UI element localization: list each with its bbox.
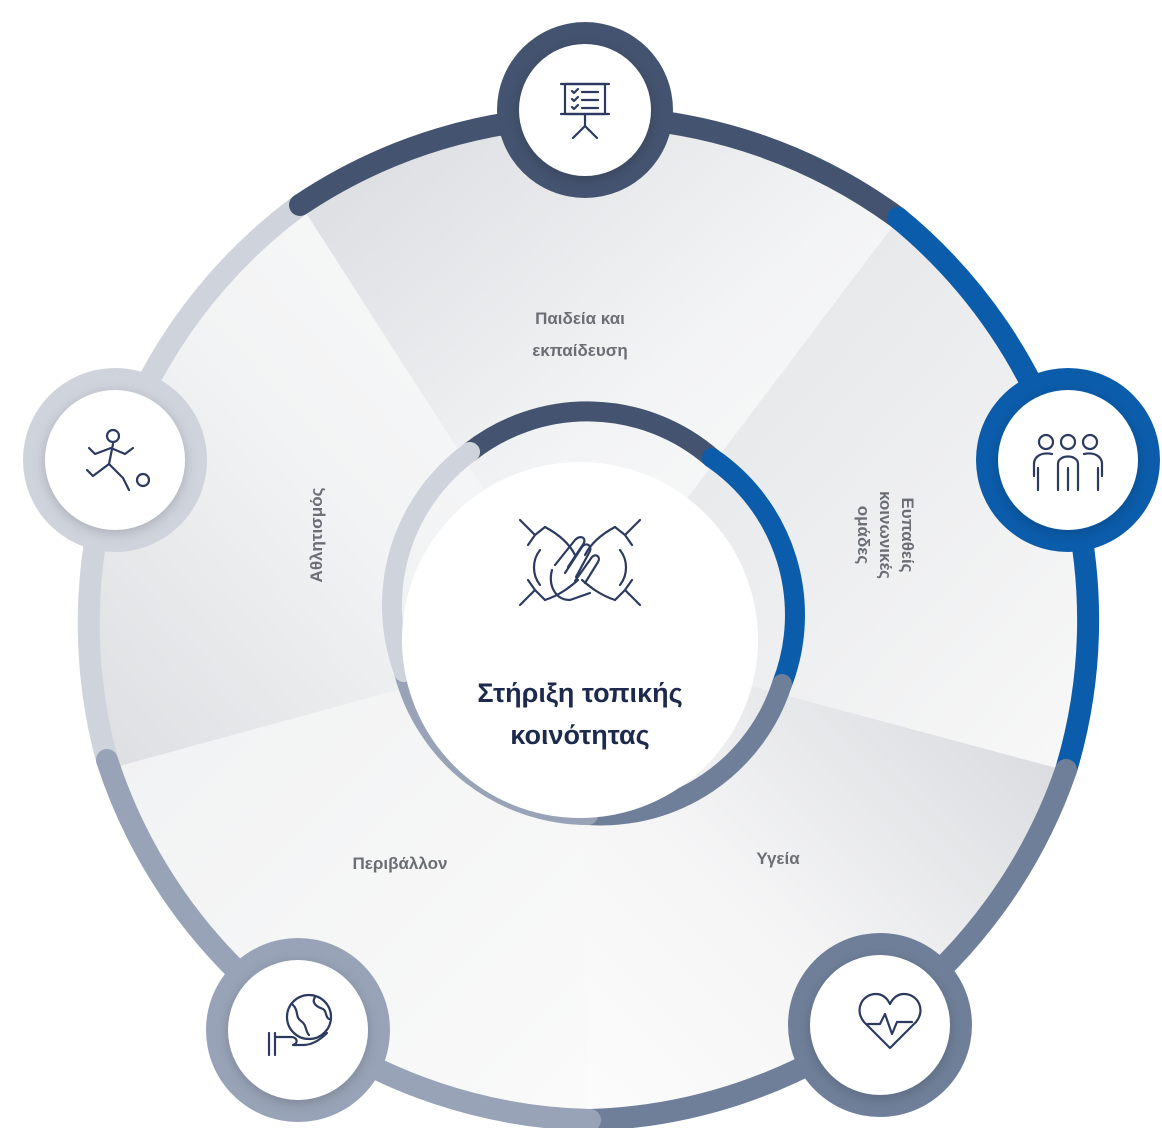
- node-vulnerable: [976, 368, 1160, 552]
- label-sports: Αθλητισμός: [307, 487, 326, 582]
- node-sports: [23, 368, 207, 552]
- node-environment: [206, 938, 390, 1122]
- presentation-board-icon: [559, 82, 611, 140]
- node-health: [788, 933, 972, 1117]
- label-vulnerable-line1: Ευπαθείς: [898, 497, 917, 572]
- center-title-line2: κοινότητας: [510, 720, 649, 750]
- heart-pulse-icon: [858, 992, 922, 1050]
- inner-arc-education: [460, 401, 722, 468]
- soccer-player-icon: [85, 428, 151, 492]
- label-environment: Περιβάλλον: [353, 854, 448, 873]
- label-vulnerable-line2: κοινωνικές: [876, 491, 895, 579]
- inner-arc-health: [578, 674, 792, 826]
- center-hub: Στήριξη τοπικής κοινότητας: [402, 462, 758, 818]
- label-vulnerable-line3: ομάδες: [854, 506, 873, 565]
- globe-in-hand-icon: [267, 993, 333, 1057]
- sector-education: [304, 121, 898, 640]
- label-education-line1: Παιδεία και: [535, 309, 625, 328]
- center-title-line1: Στήριξη τοπικής: [477, 678, 682, 708]
- segment-labels: Παιδεία και εκπαίδευση Ευπαθείς κοινωνικ…: [307, 309, 917, 873]
- inner-arc-vulnerable: [702, 448, 805, 694]
- node-education: [497, 22, 673, 198]
- hands-together-icon: [518, 518, 642, 607]
- label-health: Υγεία: [756, 849, 800, 868]
- inner-arc-sports: [381, 442, 480, 682]
- people-group-icon: [1032, 433, 1104, 492]
- label-education-line2: εκπαίδευση: [532, 341, 628, 360]
